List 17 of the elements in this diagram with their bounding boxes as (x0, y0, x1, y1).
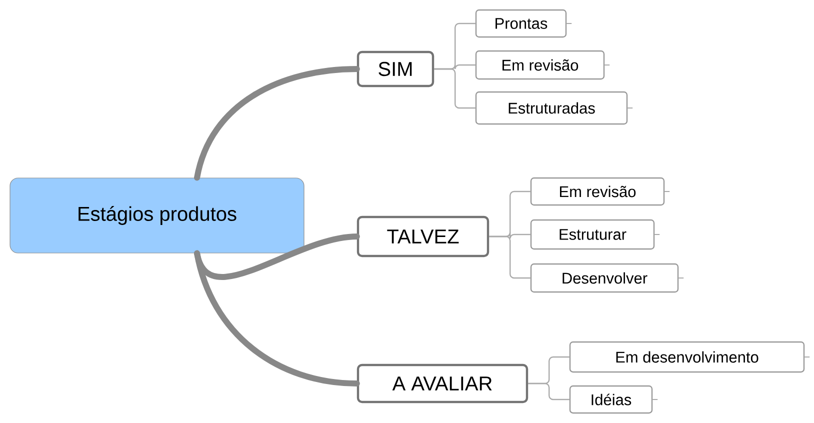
leaf-box: Estruturadas (475, 91, 628, 125)
branch-box: SIM (356, 50, 434, 88)
leaf-box: Estruturar (530, 219, 655, 250)
connector-line (528, 382, 570, 400)
connector-line (434, 68, 476, 109)
branch-connector (194, 250, 360, 386)
branch-connector (194, 66, 360, 181)
leaf-box: Idéias (569, 385, 653, 414)
leaf-box: Em revisão (530, 177, 665, 206)
central-topic-box: Estágios produtos (10, 178, 304, 254)
leaf-box: Em revisão (475, 50, 605, 80)
branch-box: A AVALIAR (356, 364, 528, 404)
connector-line (489, 236, 530, 279)
leaf-box: Em desenvolvimento (569, 341, 805, 373)
leaf-box: Desenvolver (530, 263, 679, 293)
branch-box: TALVEZ (356, 216, 490, 258)
leaf-box: Prontas (475, 9, 567, 38)
